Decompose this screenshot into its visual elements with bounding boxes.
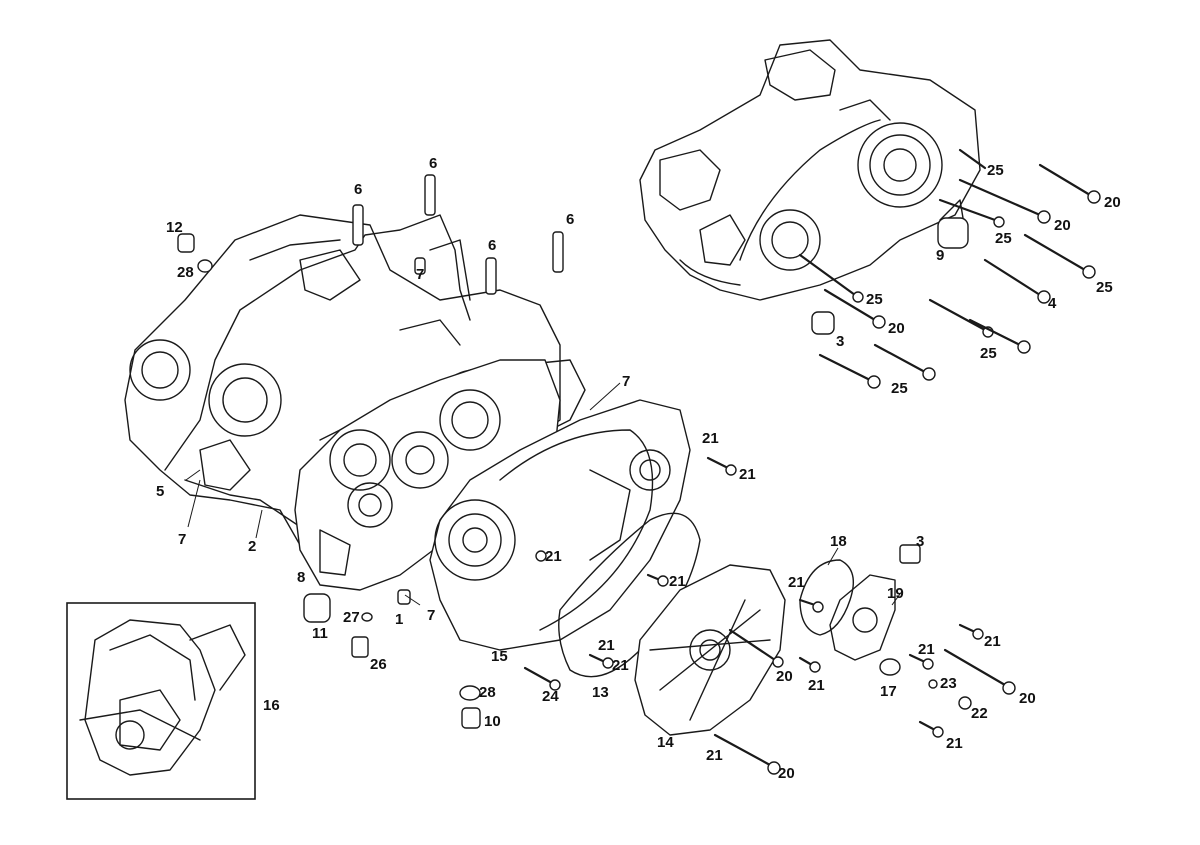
callout-25: 25 [995, 230, 1012, 247]
callout-20: 20 [776, 668, 793, 685]
callout-21: 21 [612, 657, 629, 674]
callout-21: 21 [702, 430, 719, 447]
callout-3: 3 [836, 333, 844, 350]
callout-7: 7 [416, 266, 424, 283]
small-parts [177, 174, 1016, 738]
callout-14: 14 [657, 734, 674, 751]
callout-16: 16 [263, 697, 280, 714]
callout-7: 7 [622, 373, 630, 390]
callout-2: 2 [248, 538, 256, 555]
callout-21: 21 [946, 735, 963, 752]
gasket-kit-inset [66, 602, 256, 800]
callout-20: 20 [888, 320, 905, 337]
callout-7: 7 [427, 607, 435, 624]
water-pump-oring [799, 559, 854, 636]
callout-21: 21 [984, 633, 1001, 650]
water-pump-cover [829, 574, 896, 661]
callout-6: 6 [354, 181, 362, 198]
callout-20: 20 [1054, 217, 1071, 234]
clutch-cover [429, 399, 691, 651]
callout-18: 18 [830, 533, 847, 550]
callout-7: 7 [178, 531, 186, 548]
callout-11: 11 [312, 625, 328, 642]
callout-21: 21 [788, 574, 805, 591]
leader-lines [185, 382, 901, 606]
callout-6: 6 [429, 155, 437, 172]
callout-labels: 1 2 3 3 4 5 6 6 6 6 7 7 7 7 8 9 10 11 12… [156, 155, 1121, 782]
callout-20: 20 [1104, 194, 1121, 211]
callout-17: 17 [880, 683, 897, 700]
callout-23: 23 [940, 675, 957, 692]
ignition-cover [634, 564, 786, 775]
callout-6: 6 [566, 211, 574, 228]
callout-28: 28 [177, 264, 194, 281]
callout-15: 15 [491, 648, 508, 665]
callout-21: 21 [739, 466, 756, 483]
callout-4: 4 [1048, 295, 1057, 312]
callout-25: 25 [1096, 279, 1113, 296]
callout-21: 21 [545, 548, 562, 565]
dowel-pin [899, 544, 921, 564]
callout-22: 22 [971, 705, 988, 722]
callout-21: 21 [669, 573, 686, 590]
callout-20: 20 [778, 765, 795, 782]
callout-26: 26 [370, 656, 387, 673]
callout-6: 6 [488, 237, 496, 254]
callout-20: 20 [1019, 690, 1036, 707]
callout-25: 25 [891, 380, 908, 397]
clutch-cover-gasket [558, 512, 701, 678]
callout-10: 10 [484, 713, 501, 730]
callout-21: 21 [808, 677, 825, 694]
callout-25: 25 [987, 162, 1004, 179]
callout-1: 1 [395, 611, 403, 628]
right-case-bolts [798, 148, 1101, 389]
callout-13: 13 [592, 684, 609, 701]
callout-25: 25 [866, 291, 883, 308]
callout-19: 19 [887, 585, 904, 602]
callout-12: 12 [166, 219, 183, 236]
right-crankcase-half [639, 39, 981, 301]
center-crankcase [294, 359, 561, 591]
callout-9: 9 [936, 247, 944, 264]
callout-21: 21 [598, 637, 615, 654]
callout-21: 21 [918, 641, 935, 658]
callout-24: 24 [542, 688, 559, 705]
callout-25: 25 [980, 345, 997, 362]
callout-21: 21 [706, 747, 723, 764]
callout-27: 27 [343, 609, 360, 626]
callout-5: 5 [156, 483, 164, 500]
callout-3: 3 [916, 533, 924, 550]
callout-8: 8 [297, 569, 305, 586]
callout-28: 28 [479, 684, 496, 701]
